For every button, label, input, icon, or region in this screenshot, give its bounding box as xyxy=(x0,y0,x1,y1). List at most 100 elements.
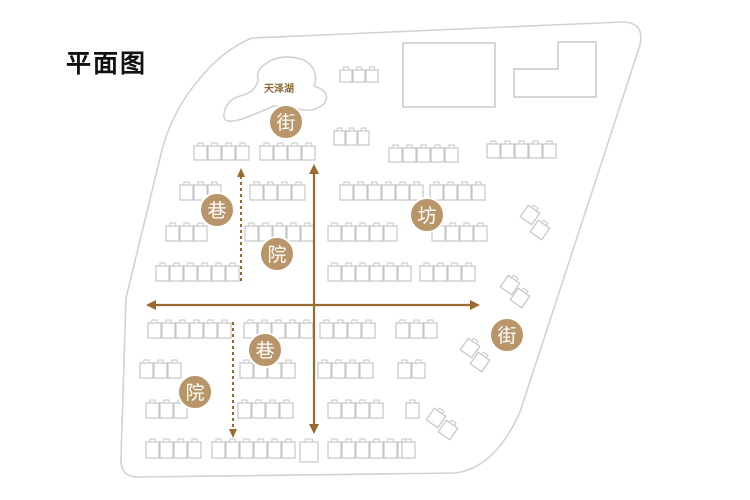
building-unit-detail xyxy=(336,127,343,132)
building-unit xyxy=(197,265,212,282)
building-unit xyxy=(145,402,160,419)
building-unit xyxy=(249,184,264,201)
building-unit xyxy=(361,322,376,339)
building-unit-detail xyxy=(207,319,214,324)
site-boundary xyxy=(120,21,642,478)
arrow-head-right xyxy=(470,300,480,310)
building-unit-detail xyxy=(285,438,292,443)
building-unit-detail xyxy=(387,438,394,443)
building-unit-detail xyxy=(247,319,254,324)
building-unit xyxy=(341,265,356,282)
building-units xyxy=(139,66,557,463)
building-unit xyxy=(193,225,208,242)
building-unit-detail xyxy=(546,140,553,145)
building-unit-detail xyxy=(305,142,312,147)
building-unit-detail xyxy=(449,419,457,427)
building-unit-detail xyxy=(331,438,338,443)
building-unit-detail xyxy=(197,181,204,186)
badge-yuan-upper-label: 院 xyxy=(267,244,286,266)
building-unit-detail xyxy=(197,222,204,227)
building-unit-detail xyxy=(541,219,549,227)
building-unit xyxy=(317,362,332,379)
building-unit-detail xyxy=(321,359,328,364)
building-unit-detail xyxy=(253,181,260,186)
building-unit xyxy=(153,362,168,379)
building-unit xyxy=(355,225,370,242)
building-unit-detail xyxy=(359,262,366,267)
building-unit-detail xyxy=(369,66,375,71)
building-unit xyxy=(333,322,348,339)
building-unit-detail xyxy=(401,359,408,364)
l-shaped-building xyxy=(513,41,597,98)
building-unit-detail xyxy=(255,399,262,404)
building-unit-detail xyxy=(263,142,270,147)
building-unit xyxy=(357,130,370,146)
building-unit-detail xyxy=(211,181,218,186)
building-unit-detail xyxy=(387,222,394,227)
building-unit-detail xyxy=(437,407,445,415)
building-unit-detail xyxy=(461,181,468,186)
building-unit xyxy=(300,225,315,242)
building-unit-detail xyxy=(360,127,367,132)
building-unit-detail xyxy=(193,319,200,324)
building-unit-detail xyxy=(387,262,394,267)
building-unit xyxy=(165,225,180,242)
building-unit xyxy=(355,265,370,282)
building-unit xyxy=(395,184,410,201)
building-unit-detail xyxy=(229,438,236,443)
building-unit-detail xyxy=(532,140,539,145)
building-unit xyxy=(341,225,356,242)
building-unit xyxy=(333,130,346,146)
building-unit-detail xyxy=(179,319,186,324)
building-unit xyxy=(235,145,250,161)
building-unit xyxy=(263,184,278,201)
badge-fang: 坊 xyxy=(409,197,445,233)
building-unit-detail xyxy=(229,262,236,267)
building-unit-detail xyxy=(171,359,178,364)
building-unit xyxy=(423,322,438,339)
building-unit xyxy=(383,265,398,282)
building-unit xyxy=(345,362,360,379)
building-unit-detail xyxy=(465,262,472,267)
building-unit xyxy=(251,402,266,419)
building-unit-detail xyxy=(449,222,456,227)
building-unit xyxy=(217,322,232,339)
building-unit xyxy=(175,322,190,339)
building-unit xyxy=(189,322,204,339)
building-unit xyxy=(327,402,342,419)
building-unit xyxy=(345,130,358,146)
building-unit-detail xyxy=(331,262,338,267)
building-unit-detail xyxy=(345,262,352,267)
building-unit xyxy=(359,362,374,379)
building-unit-detail xyxy=(345,438,352,443)
badge-jie-top-label: 街 xyxy=(276,112,295,134)
building-unit-detail xyxy=(423,262,430,267)
building-unit-detail xyxy=(257,438,264,443)
building-unit xyxy=(211,441,226,459)
building-unit-detail xyxy=(427,319,434,324)
building-unit xyxy=(169,265,184,282)
building-unit-detail xyxy=(243,359,250,364)
building-unit xyxy=(167,362,182,379)
building-unit xyxy=(277,184,292,201)
building-unit xyxy=(514,143,529,159)
building-unit xyxy=(147,322,162,339)
building-unit-detail xyxy=(373,262,380,267)
building-unit-detail xyxy=(359,222,366,227)
building-unit-detail xyxy=(343,181,350,186)
building-unit xyxy=(287,145,302,161)
building-unit-detail xyxy=(285,359,292,364)
building-unit-detail xyxy=(291,142,298,147)
badge-jie-top: 街 xyxy=(268,104,304,140)
building-unit xyxy=(528,143,543,159)
building-unit xyxy=(159,402,174,419)
building-unit-detail xyxy=(183,181,190,186)
building-unit-detail xyxy=(481,351,489,359)
badge-yuan-lower: 院 xyxy=(177,374,213,410)
building-unit-detail xyxy=(163,438,170,443)
badge-jie-right: 街 xyxy=(489,317,525,353)
building-unit-detail xyxy=(477,222,484,227)
building-unit xyxy=(369,441,384,459)
building-unit-detail xyxy=(290,222,297,227)
